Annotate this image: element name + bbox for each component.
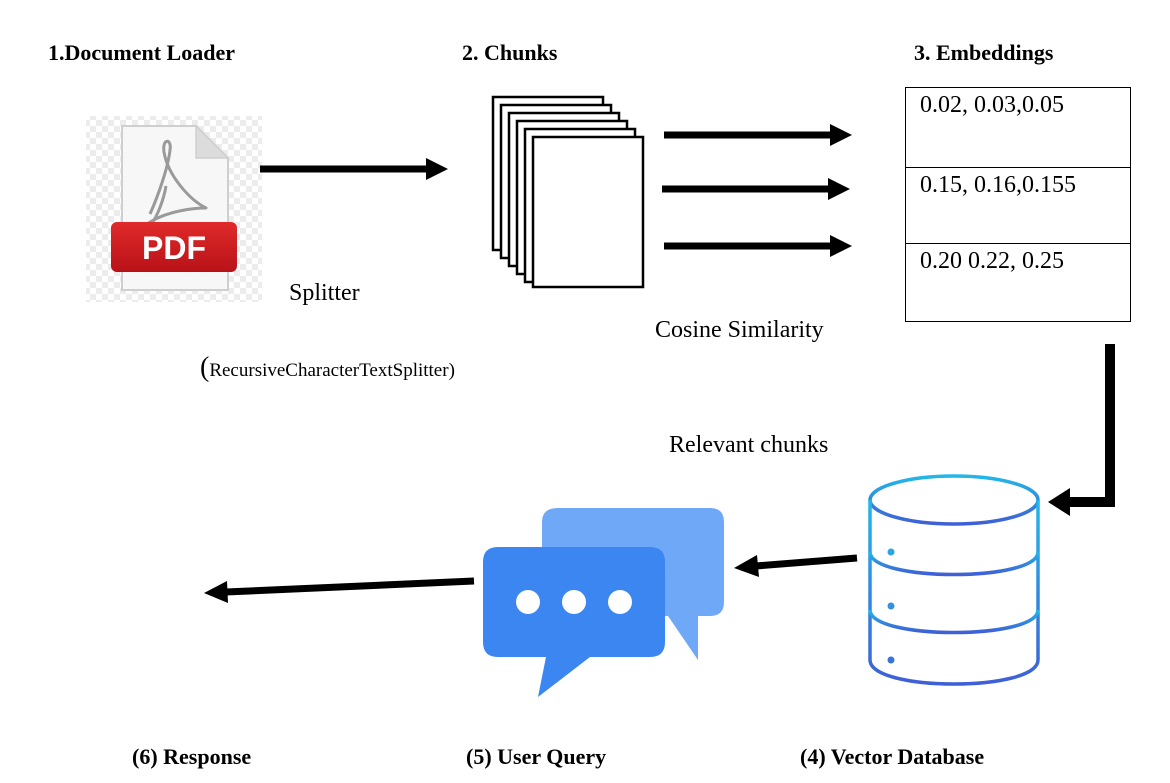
- pdf-badge-text: PDF: [142, 230, 206, 266]
- arrow-query-to-response: [204, 577, 475, 603]
- typing-dot: [562, 590, 586, 614]
- embeddings-table: 0.02, 0.03,0.05 0.15, 0.16,0.155 0.20 0.…: [905, 87, 1131, 322]
- step-title-chunks: 2. Chunks: [462, 40, 558, 65]
- relevant-chunks-label: Relevant chunks: [669, 432, 829, 458]
- splitter-class-label: (RecursiveCharacterTextSplitter): [200, 352, 455, 384]
- typing-dot: [516, 590, 540, 614]
- chat-bubbles-icon: [483, 508, 724, 697]
- database-indicator-dot: [887, 602, 895, 610]
- arrow-chunks-to-embeddings-3: [664, 235, 852, 257]
- pdf-file-icon: PDF: [86, 116, 262, 302]
- step-title-response: (6) Response: [132, 744, 252, 769]
- database-icon: [868, 474, 1040, 686]
- cosine-similarity-label: Cosine Similarity: [655, 317, 824, 343]
- embedding-row: 0.02, 0.03,0.05: [906, 88, 1130, 168]
- step-title-user-query: (5) User Query: [466, 744, 607, 769]
- typing-dot: [608, 590, 632, 614]
- embedding-row: 0.15, 0.16,0.155: [906, 168, 1130, 244]
- arrow-chunks-to-embeddings-2: [662, 178, 850, 200]
- splitter-class-name: RecursiveCharacterTextSplitter): [209, 360, 455, 381]
- step-title-document-loader: 1.Document Loader: [48, 40, 235, 65]
- splitter-paren: (: [200, 352, 210, 383]
- database-indicator-dot: [887, 656, 895, 664]
- arrow-chunks-to-embeddings-1: [664, 124, 852, 146]
- database-indicator-dot: [887, 548, 895, 556]
- step-title-vector-database: (4) Vector Database: [800, 744, 985, 769]
- document-stack-icon: [491, 95, 645, 289]
- arrow-pdf-to-chunks: [260, 158, 448, 180]
- embedding-row: 0.20 0.22, 0.25: [920, 248, 1064, 274]
- arrow-database-to-query: [734, 554, 858, 577]
- step-title-embeddings: 3. Embeddings: [914, 40, 1054, 65]
- arrow-embeddings-to-database: [1048, 344, 1115, 516]
- splitter-label: Splitter: [289, 280, 360, 306]
